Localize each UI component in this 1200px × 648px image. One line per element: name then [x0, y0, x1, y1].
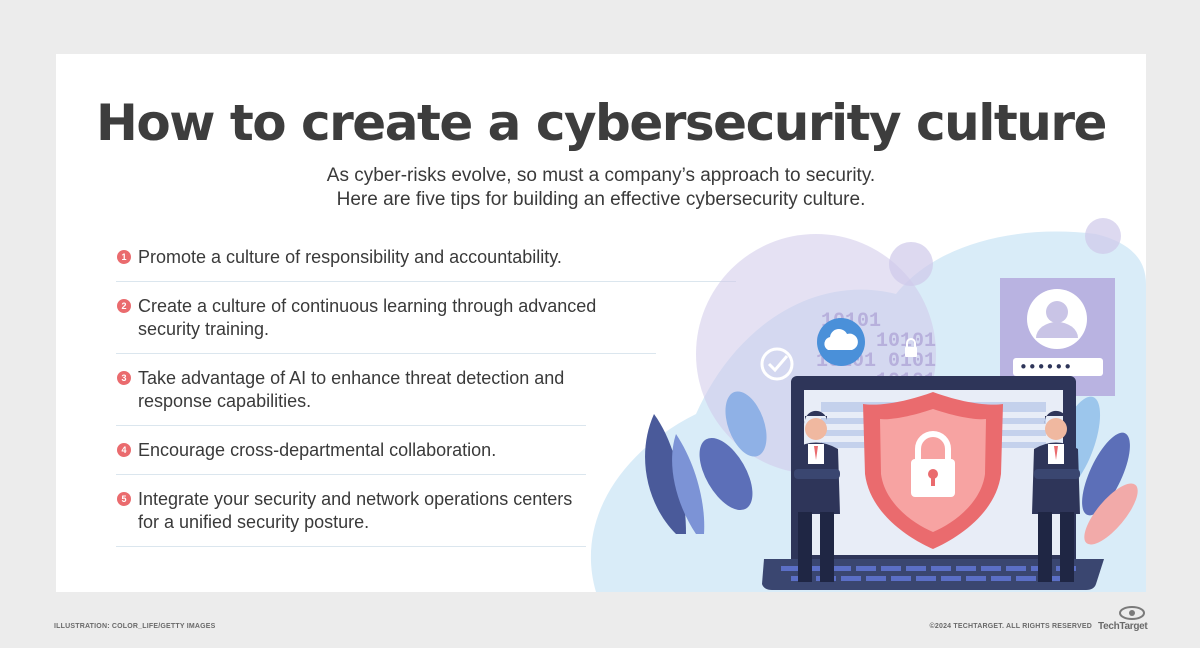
illustration-credit: ILLUSTRATION: COLOR_LIFE/GETTY IMAGES — [54, 623, 216, 630]
page-subtitle: As cyber-risks evolve, so must a company… — [56, 164, 1146, 212]
tip-number-badge: 2 — [117, 299, 131, 313]
tip-text: Promote a culture of responsibility and … — [138, 247, 562, 267]
svg-text:••••••: •••••• — [1019, 358, 1072, 376]
copyright-notice: ©2024 TECHTARGET. ALL RIGHTS RESERVED — [929, 623, 1092, 630]
subtitle-line-1: As cyber-risks evolve, so must a company… — [326, 165, 876, 186]
tips-list: 1 Promote a culture of responsibility an… — [116, 234, 736, 547]
infographic-card: How to create a cybersecurity culture As… — [56, 54, 1146, 592]
tip-number-badge: 3 — [117, 371, 131, 385]
tip-item-3: 3 Take advantage of AI to enhance threat… — [116, 354, 586, 426]
tip-item-5: 5 Integrate your security and network op… — [116, 475, 586, 547]
tip-item-2: 2 Create a culture of continuous learnin… — [116, 282, 656, 354]
page-title: How to create a cybersecurity culture — [96, 94, 1107, 152]
tip-text: Create a culture of continuous learning … — [138, 296, 597, 339]
tip-number-badge: 4 — [117, 443, 131, 457]
left-plant — [645, 391, 767, 534]
techtarget-logo-icon — [1119, 606, 1145, 620]
subtitle-line-2: Here are five tips for building an effec… — [336, 189, 866, 210]
tip-item-1: 1 Promote a culture of responsibility an… — [116, 234, 736, 282]
tip-item-4: 4 Encourage cross-departmental collabora… — [116, 426, 586, 475]
brand-name: TechTarget — [1098, 621, 1148, 632]
shield-icon — [863, 392, 1003, 549]
tip-number-badge: 1 — [117, 250, 131, 264]
person-left — [792, 410, 840, 582]
decor-circle — [889, 242, 933, 286]
tip-text: Integrate your security and network oper… — [138, 489, 573, 532]
user-profile-icon: •••••• — [1000, 278, 1115, 414]
tip-text: Take advantage of AI to enhance threat d… — [138, 368, 565, 411]
cybersecurity-illustration: 10101 0101 10101 10101 0101 10101 — [590, 218, 1146, 592]
tip-number-badge: 5 — [117, 492, 131, 506]
tip-text: Encourage cross-departmental collaborati… — [138, 440, 497, 460]
decor-circle — [1085, 218, 1121, 254]
cloud-icon — [817, 318, 865, 366]
check-icon — [760, 347, 794, 381]
lock-icon — [905, 338, 917, 357]
person-right — [1032, 410, 1080, 582]
